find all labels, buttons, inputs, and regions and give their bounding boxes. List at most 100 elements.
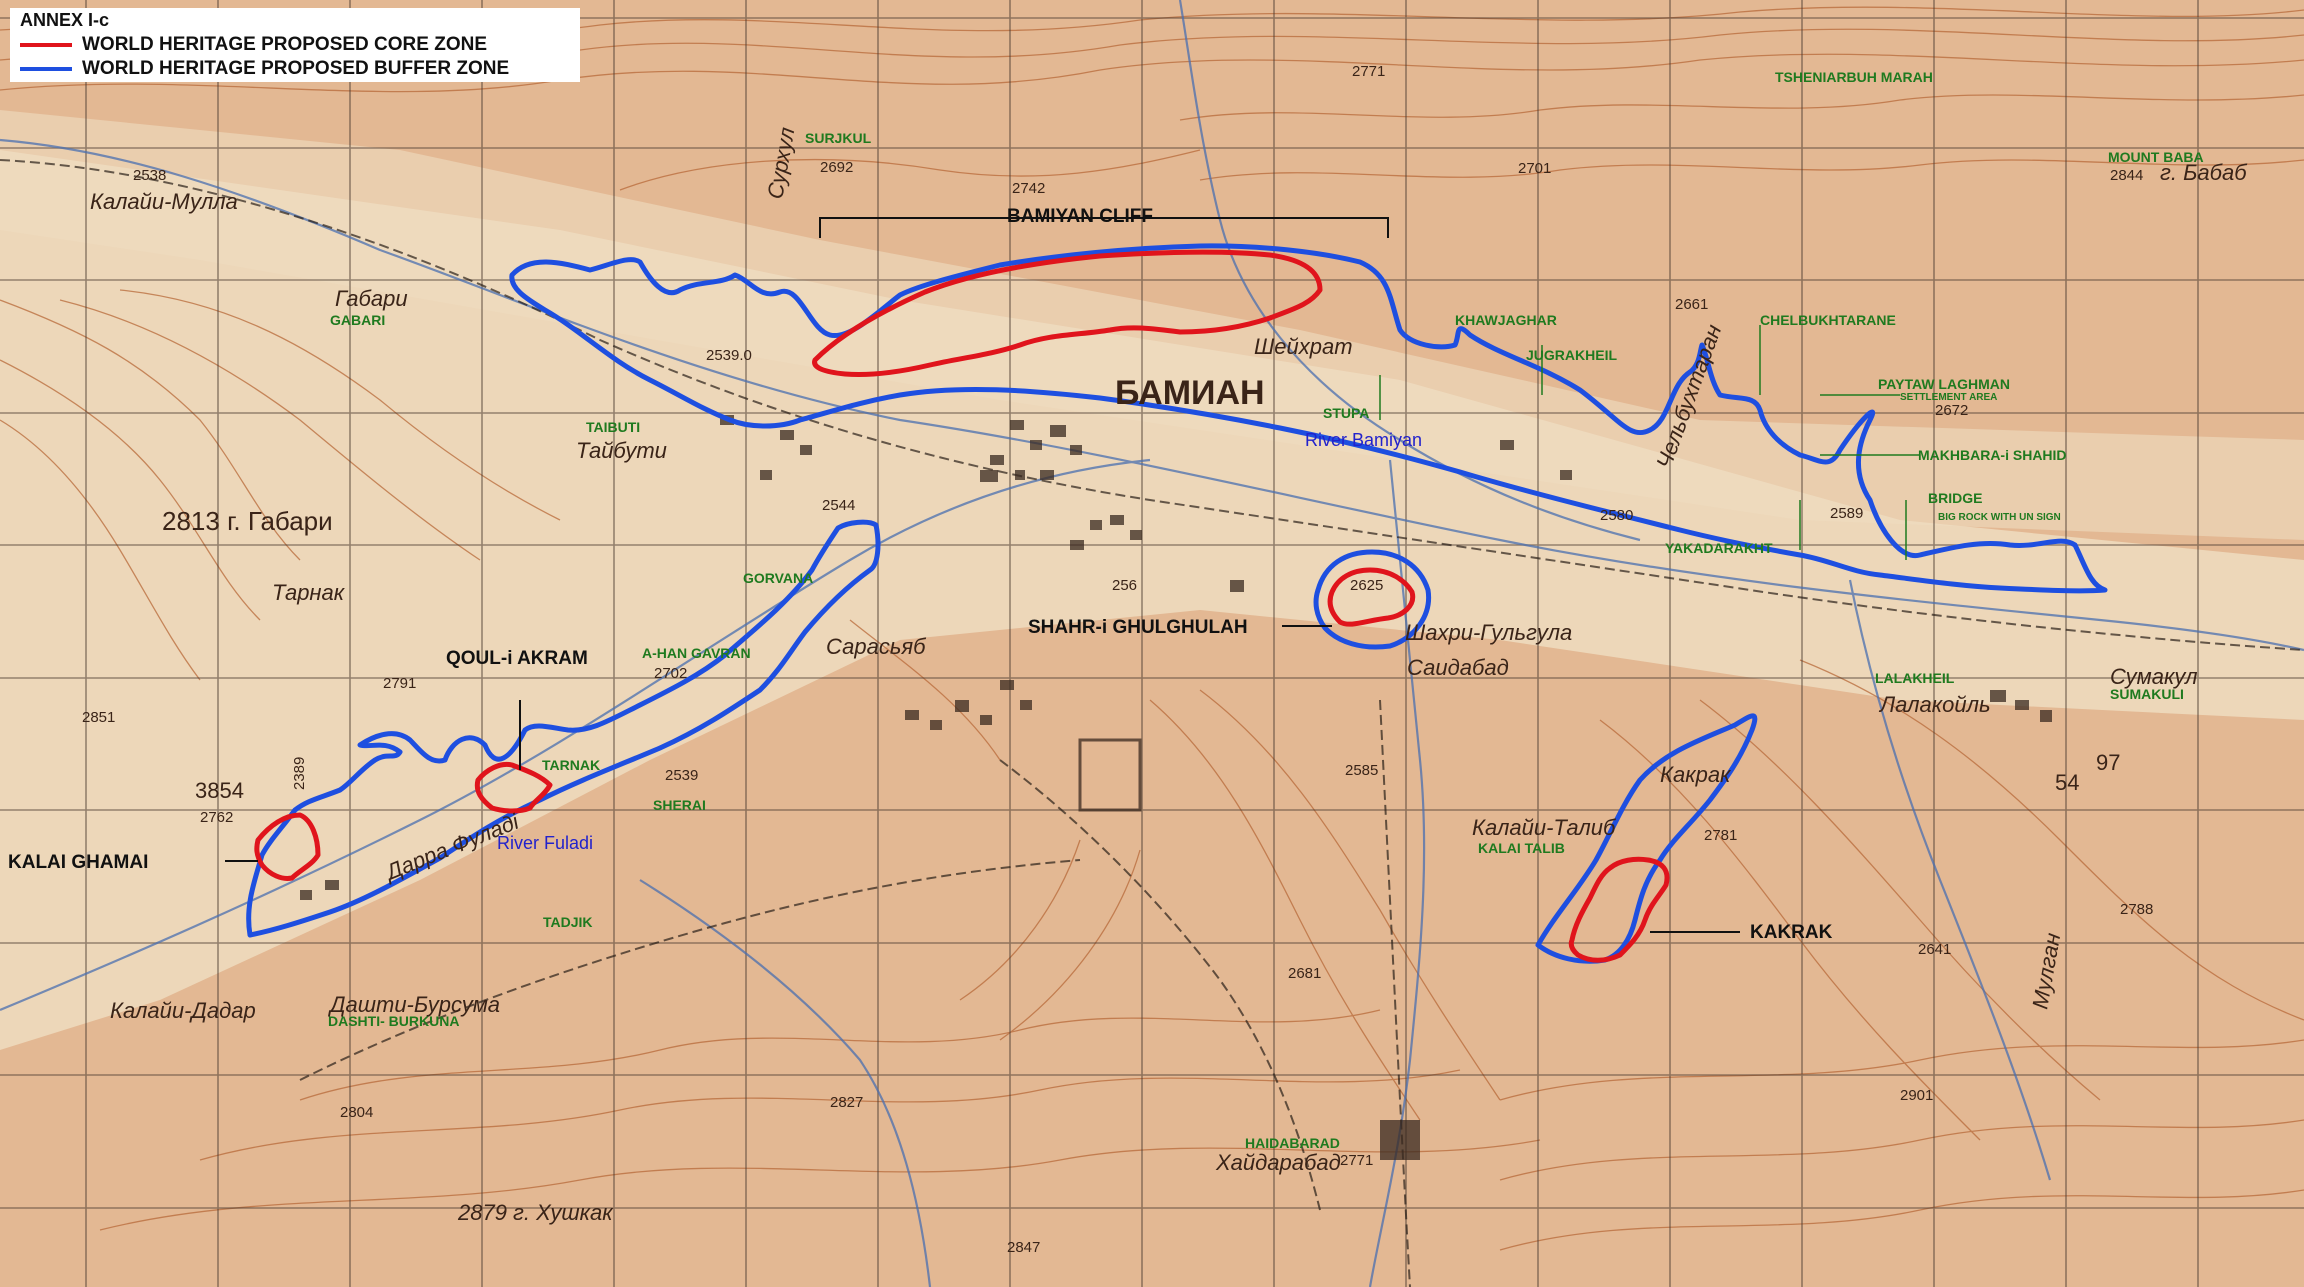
elevation-2585: 2585	[1345, 762, 1378, 779]
label-qoul-i-akram: QOUL-i AKRAM	[446, 648, 588, 669]
legend-item-core-zone: WORLD HERITAGE PROPOSED CORE ZONE	[20, 34, 487, 56]
elevation-2692: 2692	[820, 159, 853, 176]
elevation-256: 256	[1112, 577, 1137, 594]
elevation-97: 97	[2096, 750, 2120, 775]
elevation-2702: 2702	[654, 665, 687, 682]
label-taibuti: TAIBUTI	[586, 419, 640, 435]
elevation-2762: 2762	[200, 809, 233, 826]
label-haidabarad: HAIDABARAD	[1245, 1135, 1340, 1151]
label-settlement-area: SETTLEMENT AREA	[1900, 392, 1997, 403]
elevation-2847: 2847	[1007, 1239, 1040, 1256]
label-bridge: BRIDGE	[1928, 490, 1982, 506]
elevation-2791: 2791	[383, 675, 416, 692]
label-surjkul: SURJKUL	[805, 130, 872, 146]
legend-label-buffer: WORLD HERITAGE PROPOSED BUFFER ZONE	[82, 58, 510, 79]
elevation-2771: 2771	[1352, 63, 1385, 80]
label-kakrak: KAKRAK	[1750, 922, 1833, 943]
elevation-2641: 2641	[1918, 941, 1951, 958]
legend-swatch-core	[20, 43, 72, 47]
label-dashti-burkuna: DASHTI- BURKUNA	[328, 1013, 459, 1029]
label-river-fuladi: River Fuladi	[497, 833, 593, 853]
elevation-3854: 3854	[195, 778, 244, 803]
buffer-zone-shahr-i-ghulghulah	[1313, 549, 1432, 650]
label-sumakuli: SUMAKULI	[2110, 686, 2184, 702]
elevation-2672: 2672	[1935, 402, 1968, 419]
elevation-2681: 2681	[1288, 965, 1321, 982]
label-cyr-kalai-mulla: Калайи-Мулла	[90, 189, 238, 214]
elevation-2901: 2901	[1900, 1087, 1933, 1104]
map-legend: ANNEX I-c WORLD HERITAGE PROPOSED CORE Z…	[10, 8, 580, 82]
settlement-blocks	[300, 415, 2052, 1160]
core-zone-kakrak	[1568, 856, 1670, 963]
core-zone-bamiyan-cliff	[812, 249, 1323, 378]
label-paytaw-laghman: PAYTAW LAGHMAN	[1878, 376, 2010, 392]
legend-item-buffer-zone: WORLD HERITAGE PROPOSED BUFFER ZONE	[20, 58, 509, 80]
elevation-2788: 2788	[2120, 901, 2153, 918]
label-kalai-talib: KALAI TALIB	[1478, 840, 1565, 856]
label-sherai: SHERAI	[653, 797, 706, 813]
elevation-2827: 2827	[830, 1094, 863, 1111]
elevation-2389: 2389	[291, 757, 308, 790]
label-mount-baba: MOUNT BABA	[2108, 149, 2204, 165]
elevation-2742: 2742	[1012, 180, 1045, 197]
label-river-bamiyan: River Bamiyan	[1305, 430, 1422, 450]
elevation-2771b: 2771	[1340, 1152, 1373, 1169]
core-zone-shahr-i-ghulghulah	[1327, 567, 1416, 627]
label-cyr-g-khushkak: 2879 г. Хушкак	[457, 1200, 614, 1225]
label-makhbara-i-shahid: MAKHBARA-i SHAHID	[1918, 447, 2067, 463]
roads	[0, 159, 2304, 1287]
legend-label-core: WORLD HERITAGE PROPOSED CORE ZONE	[82, 34, 488, 55]
core-zone-qoul-i-akram	[474, 761, 553, 814]
core-zone-kalai-ghamai	[254, 812, 321, 881]
core-zones	[254, 249, 1670, 963]
elevation-2589: 2589	[1830, 505, 1863, 522]
label-cyr-sumakul: Сумакул	[2110, 664, 2198, 689]
valley-floor-main	[0, 150, 2304, 1050]
label-bamiyan-cliff: BAMIYAN CLIFF	[1007, 206, 1153, 227]
elevation-2544: 2544	[822, 497, 855, 514]
label-khawjaghar: KHAWJAGHAR	[1455, 312, 1557, 328]
label-big-rock: BIG ROCK WITH UN SIGN	[1938, 512, 2061, 523]
green-leader-lines	[1379, 325, 1920, 560]
label-cyr-bamian: БАМИАН	[1115, 374, 1265, 412]
elevation-2661: 2661	[1675, 296, 1708, 313]
label-gorvana: GORVANA	[743, 570, 813, 586]
elevation-2851: 2851	[82, 709, 115, 726]
legend-swatch-buffer	[20, 67, 72, 71]
label-cyr-sarasyab: Сарасьяб	[826, 634, 927, 659]
label-stupa: STUPA	[1323, 405, 1369, 421]
label-tadjik: TADJIK	[543, 914, 593, 930]
label-shahr-i-ghulghulah: SHAHR-i GHULGHULAH	[1028, 617, 1248, 638]
buffer-zone-fuladi-valley	[246, 519, 881, 938]
elevation-54: 54	[2055, 770, 2079, 795]
buffer-zones	[246, 243, 2108, 964]
label-gabari: GABARI	[330, 312, 385, 328]
label-cyr-kakrak: Какрак	[1660, 762, 1732, 787]
label-cyr-g-babab: г. Бабаб	[2160, 160, 2248, 185]
buffer-zone-bamiyan-valley	[509, 243, 2108, 594]
label-cyr-g-gabari: 2813 г. Габари	[162, 506, 333, 536]
label-cyr-shiekhrat: Шейхрат	[1254, 334, 1353, 359]
label-cyr-shahri: Шахри-Гульгула	[1405, 620, 1572, 645]
elevation-2701: 2701	[1518, 160, 1551, 177]
elevation-2539-0: 2539.0	[706, 347, 752, 364]
elevation-2625: 2625	[1350, 577, 1383, 594]
label-cyr-kalai-dadar: Калайи-Дадар	[110, 998, 256, 1023]
label-a-han-gavran: A-HAN GAVRAN	[642, 645, 751, 661]
label-cyr-saidabad: Саидабад	[1407, 655, 1509, 680]
label-cyr-kalai-talib: Калайи-Талиб	[1472, 815, 1617, 840]
label-yakadarakht: YAKADARAKHT	[1665, 540, 1773, 556]
label-cyr-gabari: Габари	[335, 286, 408, 311]
label-kalai-ghamai: KALAI GHAMAI	[8, 852, 148, 873]
label-jugrakheil: JUGRAKHEIL	[1526, 347, 1617, 363]
label-cyr-lalakail: Лалакойль	[1878, 692, 1991, 717]
elevation-labels: 2692 2742 2771 2701 2844 2538 2539.0 266…	[82, 63, 2153, 1256]
elevation-2781: 2781	[1704, 827, 1737, 844]
valley-floor-upper	[0, 110, 2304, 540]
label-cyr-dashti: Дашти-Бурсума	[327, 992, 500, 1017]
label-tarnak: TARNAK	[542, 757, 600, 773]
label-chelbukhtarane: CHELBUKHTARANE	[1760, 312, 1896, 328]
